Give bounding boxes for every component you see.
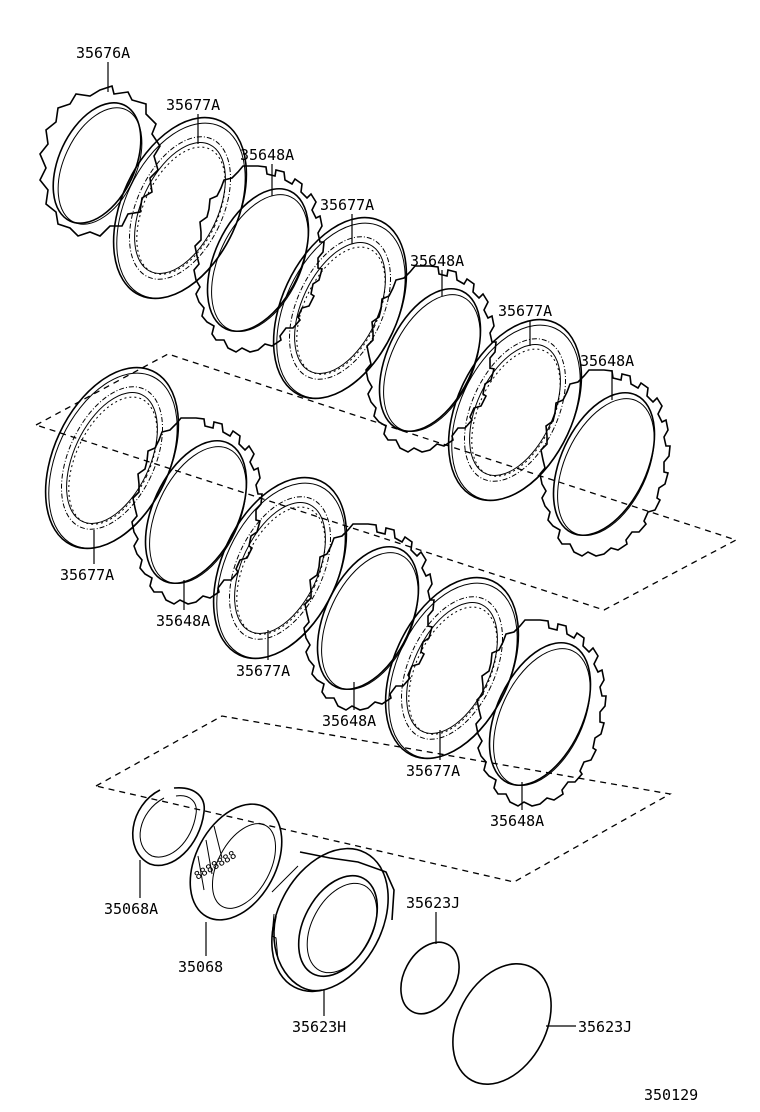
group-outline-upper <box>34 353 738 611</box>
friction-disc-35677A-4 <box>18 345 206 571</box>
group-outline-lower <box>94 715 672 883</box>
label-35623H: 35623H <box>292 1018 346 1036</box>
figure-code: 350129 <box>644 1086 698 1104</box>
label-35648A-4: 35648A <box>156 612 210 630</box>
label-35677A-6: 35677A <box>406 762 460 780</box>
o-ring-35623J-large <box>452 963 552 1085</box>
label-35676A: 35676A <box>76 44 130 62</box>
friction-disc-35677A-2 <box>246 195 434 421</box>
steel-plate-35648A-1 <box>186 165 330 353</box>
part-labels: 35676A 35677A 35648A 35677A 35648A 35677… <box>60 44 698 1104</box>
snap-ring-35068A <box>132 787 205 867</box>
o-ring-35623J-small <box>400 941 460 1015</box>
label-35068: 35068 <box>178 958 223 976</box>
steel-plate-35648A-4 <box>124 417 268 605</box>
label-35677A-4: 35677A <box>60 566 114 584</box>
label-35623J-2: 35623J <box>578 1018 632 1036</box>
steel-plate-35648A-3 <box>532 369 676 557</box>
label-35677A-3: 35677A <box>498 302 552 320</box>
label-35648A-3: 35648A <box>580 352 634 370</box>
label-35677A-1: 35677A <box>166 96 220 114</box>
svg-text:8888888: 8888888 <box>192 848 239 882</box>
label-35648A-2: 35648A <box>410 252 464 270</box>
label-35648A-1: 35648A <box>240 146 294 164</box>
label-35648A-5: 35648A <box>322 712 376 730</box>
steel-plate-35648A-6 <box>468 619 612 807</box>
steel-plate-35648A-2 <box>358 265 502 453</box>
label-35677A-2: 35677A <box>320 196 374 214</box>
piston-35623H <box>271 847 395 993</box>
steel-plate-35676A <box>39 84 161 237</box>
label-35068A: 35068A <box>104 900 158 918</box>
leader-lines <box>93 62 613 1027</box>
label-35623J-1: 35623J <box>406 894 460 912</box>
label-35677A-5: 35677A <box>236 662 290 680</box>
label-35648A-6: 35648A <box>490 812 544 830</box>
spring-retainer-35068: 8888888 <box>189 803 283 921</box>
friction-disc-35677A-5 <box>186 455 374 681</box>
